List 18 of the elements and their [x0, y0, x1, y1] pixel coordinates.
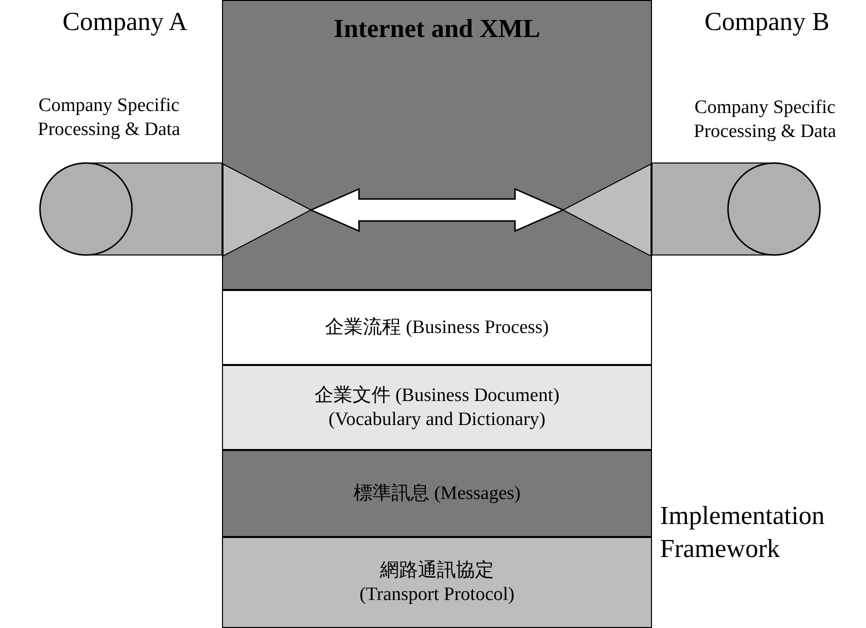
text-label: Company Specific Processing & Data — [36, 94, 182, 142]
double-arrow — [309, 188, 565, 232]
text-label: Internet and XML — [334, 13, 540, 45]
text-label: 網路通訊協定 — [380, 558, 494, 582]
text-label: (Vocabulary and Dictionary) — [328, 408, 546, 432]
layer-box — [222, 0, 652, 290]
text-label: Company A — [62, 6, 188, 38]
layer-box — [222, 537, 652, 628]
text-label: 企業流程 (Business Process) — [325, 316, 549, 340]
text-label: Company Specific Processing & Data — [692, 96, 838, 144]
text-label: 標準訊息 (Messages) — [353, 482, 521, 506]
text-label: 企業文件 (Business Document) — [314, 384, 560, 408]
layer-box — [222, 290, 652, 365]
layer-box — [222, 450, 652, 537]
text-label: (Transport Protocol) — [360, 582, 514, 606]
text-label: Company B — [704, 6, 830, 38]
text-label: Implementation Framework — [660, 500, 826, 564]
layer-box — [222, 365, 652, 450]
